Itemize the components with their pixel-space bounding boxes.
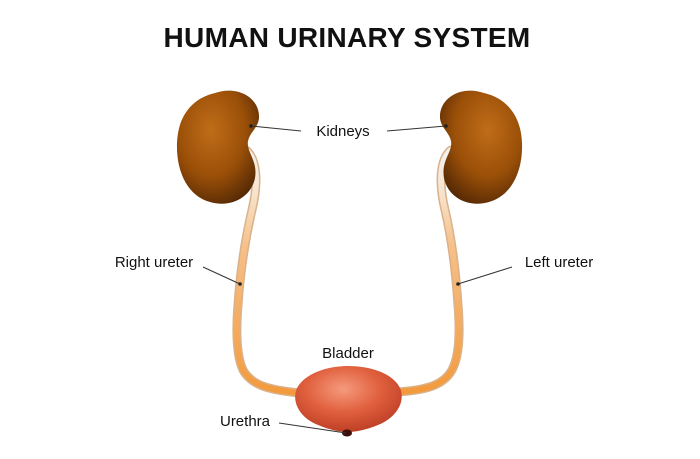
right-ureter: [232, 145, 305, 398]
kidneys-label: Kidneys: [316, 123, 369, 140]
urethra-label: Urethra: [220, 413, 271, 430]
kidneys-pin-left: [249, 124, 253, 128]
bladder: [295, 366, 402, 432]
kidneys-leader-left: [250, 125, 302, 132]
left-ureter-pin: [456, 282, 460, 286]
bladder-label: Bladder: [322, 345, 374, 362]
urethra-opening: [342, 429, 352, 437]
left-kidney: [439, 90, 523, 204]
right-ureter-label: Right ureter: [115, 254, 193, 271]
urethra-leader: [278, 422, 347, 434]
left-ureter-label: Left ureter: [525, 254, 593, 271]
kidneys-pin-right: [444, 124, 448, 128]
right-kidney: [176, 90, 260, 204]
right-ureter-leader: [202, 266, 241, 285]
left-ureter: [393, 145, 464, 397]
diagram-title: HUMAN URINARY SYSTEM: [164, 22, 531, 53]
left-ureter-leader: [457, 266, 513, 285]
kidneys-leader-right: [386, 125, 447, 132]
right-ureter-pin: [238, 282, 242, 286]
